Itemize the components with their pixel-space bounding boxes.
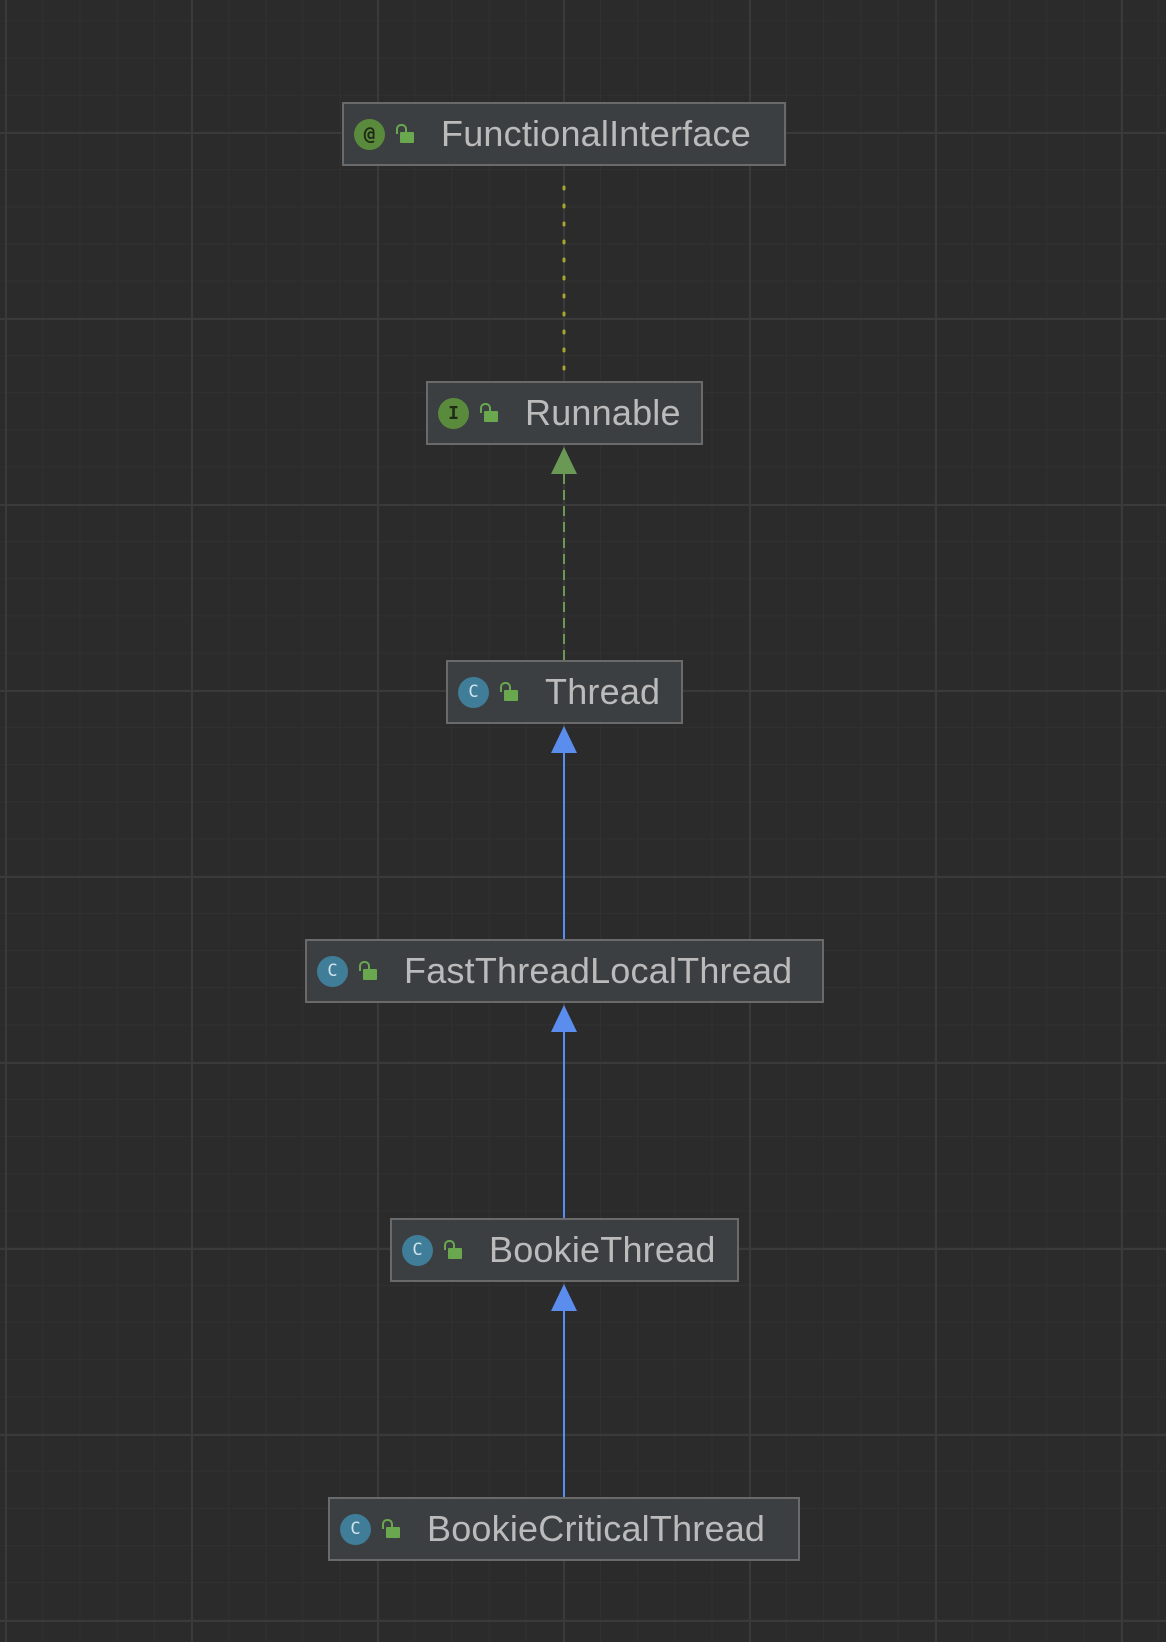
edge-implements-thread-to-runnable [551, 447, 577, 660]
class-node-label: BookieThread [489, 1229, 716, 1270]
arrowhead-icon [551, 1284, 577, 1311]
class-node-label: FunctionalInterface [441, 113, 751, 154]
public-unlock-icon [443, 1239, 465, 1261]
class-kind-icon: C [402, 1234, 433, 1266]
class-node-thread[interactable]: C Thread [446, 660, 683, 724]
class-node-label: Runnable [525, 392, 681, 433]
interface-kind-icon: I [438, 397, 469, 429]
class-node-functional-interface[interactable]: @ FunctionalInterface [342, 102, 786, 166]
public-unlock-icon [381, 1518, 403, 1540]
public-unlock-icon [395, 123, 417, 145]
class-kind-icon: C [317, 955, 348, 987]
arrowhead-icon [551, 447, 577, 474]
edge-extends-bookie-critical-thread-to-bookie-thread [551, 1284, 577, 1497]
edge-extends-fast-thread-local-thread-to-thread [551, 726, 577, 939]
arrowhead-icon [551, 726, 577, 753]
class-node-label: FastThreadLocalThread [404, 950, 793, 991]
annotation-kind-icon: @ [354, 118, 385, 150]
class-node-fast-thread-local-thread[interactable]: C FastThreadLocalThread [305, 939, 824, 1003]
class-node-bookie-critical-thread[interactable]: C BookieCriticalThread [328, 1497, 800, 1561]
arrowhead-icon [551, 1005, 577, 1032]
edge-extends-bookie-thread-to-fast-thread-local-thread [551, 1005, 577, 1218]
class-node-label: Thread [545, 671, 661, 712]
class-node-runnable[interactable]: I Runnable [426, 381, 703, 445]
class-kind-icon: C [458, 676, 489, 708]
class-kind-icon: C [340, 1513, 371, 1545]
public-unlock-icon [358, 960, 380, 982]
class-node-label: BookieCriticalThread [427, 1508, 766, 1549]
class-node-bookie-thread[interactable]: C BookieThread [390, 1218, 739, 1282]
public-unlock-icon [499, 681, 521, 703]
public-unlock-icon [479, 402, 501, 424]
